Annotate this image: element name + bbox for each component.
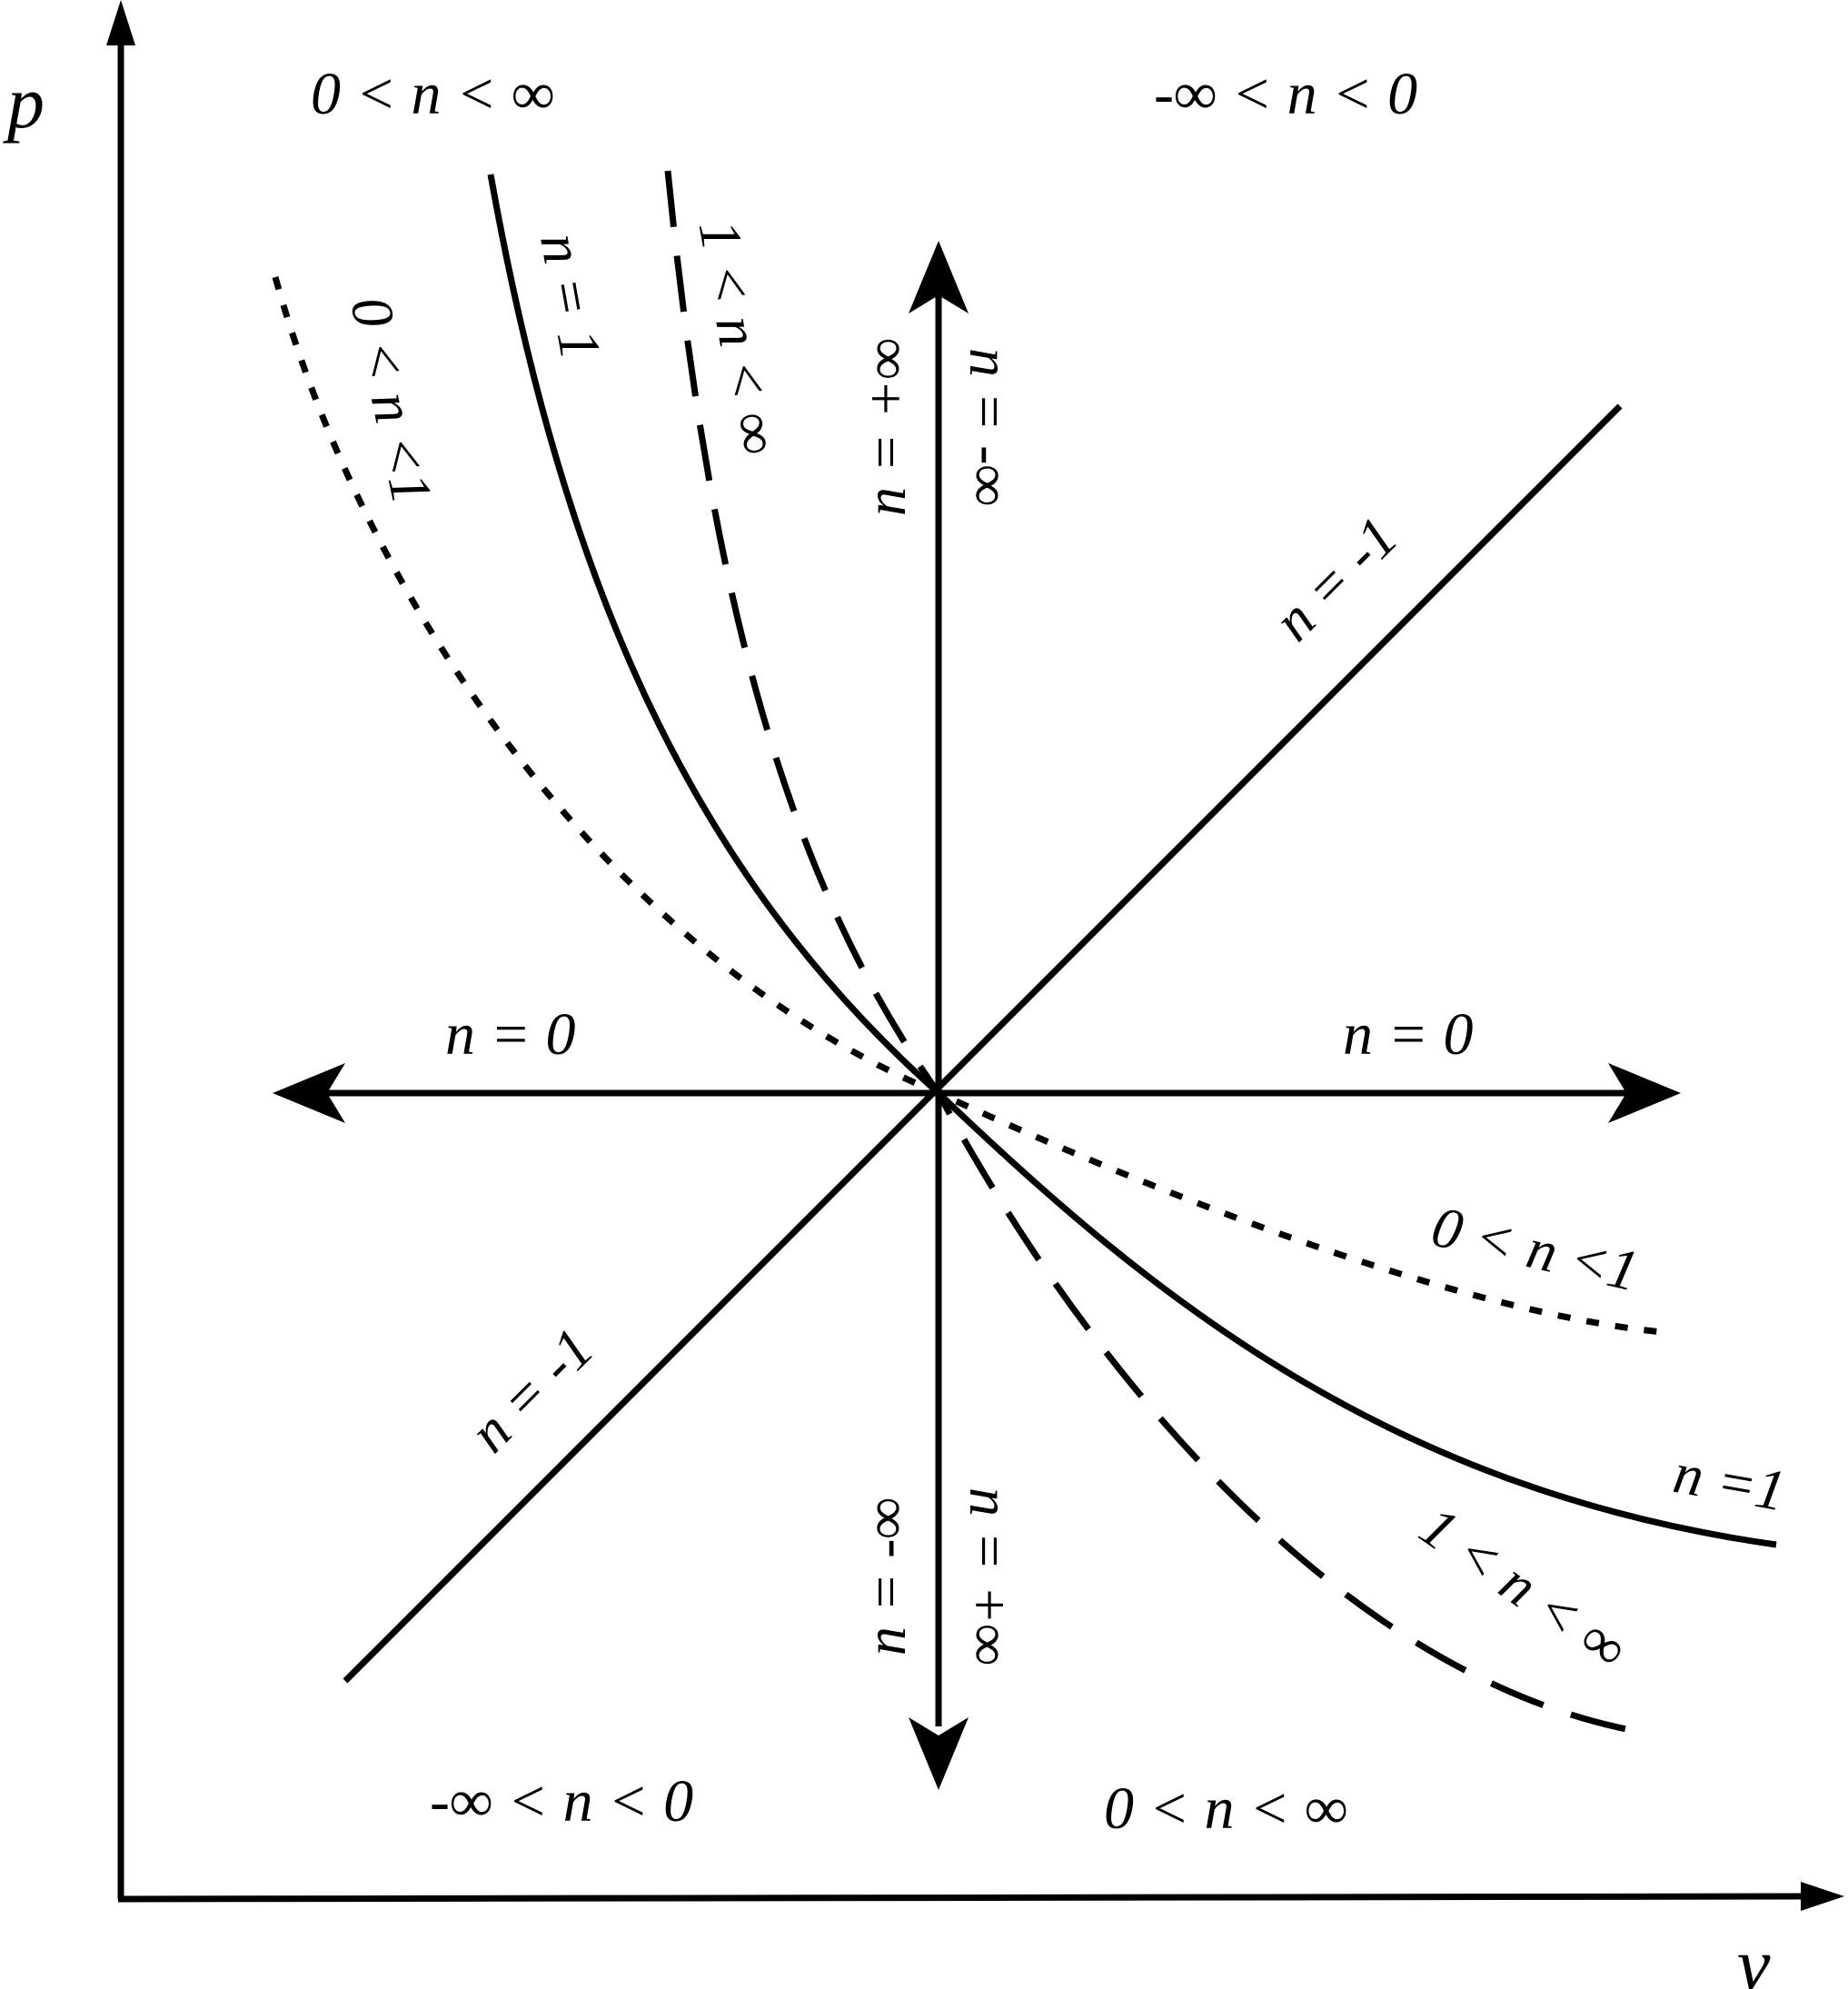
x-axis [117,1893,1804,1903]
label-n-inf-bottom-left: n = -∞ [853,1497,918,1656]
isobar-right-arrowhead [1608,1063,1681,1123]
y-axis-label: p [3,61,45,144]
label-n-inf-bottom-right: n = +∞ [958,1487,1022,1666]
line-n-neg1 [343,403,1623,1684]
region-label-upper-right: -∞ < n < 0 [1154,61,1417,127]
region-label-lower-left: -∞ < n < 0 [430,1768,693,1835]
label-n1-lower: n =1 [1669,1440,1791,1523]
label-n0-left: n = 0 [445,1001,576,1068]
x-axis-arrowhead [1801,1882,1844,1911]
label-n-inf-top-right: n = -∞ [958,348,1022,506]
label-n-1-to-inf-lower: 1 < n < ∞ [1408,1494,1639,1682]
isochore-top-arrowhead [909,241,969,313]
label-n-0-to-1-upper: 0 < n <1 [338,291,444,509]
label-n-1-to-inf-upper: 1 < n < ∞ [687,215,791,459]
label-n1-upper: n = 1 [528,229,613,364]
label-n-neg1-upper: n = -1 [1261,504,1410,653]
label-n0-right: n = 0 [1343,1001,1474,1068]
region-label-lower-right: 0 < n < ∞ [1104,1775,1347,1842]
label-n-inf-top-left: n = +∞ [853,338,918,516]
curve-n-1-to-inf [664,170,1636,1735]
x-axis-label: v [1737,1923,1771,1989]
isochore-bottom-arrowhead [909,1717,969,1790]
isobar-left-arrowhead [273,1063,345,1123]
y-axis-arrowhead [106,0,135,45]
region-label-upper-left: 0 < n < ∞ [311,61,554,127]
label-n-0-to-1-lower: 0 < n <1 [1426,1194,1644,1304]
curve-n-0-to-1 [272,276,1673,1337]
